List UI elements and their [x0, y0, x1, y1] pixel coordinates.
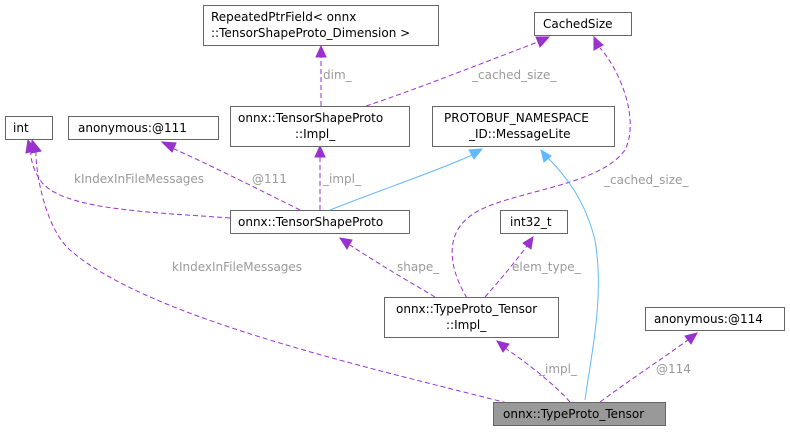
node-anonymous-114[interactable]: anonymous:@114 — [645, 307, 785, 331]
node-label: onnx::TensorShapeProto — [238, 215, 383, 229]
edge-elem-type — [484, 245, 528, 298]
edge-label-at114: @114 — [656, 362, 691, 376]
node-label: int32_t — [510, 215, 552, 229]
edge-cached-size-2 — [451, 47, 631, 299]
edge-at111 — [171, 147, 301, 211]
arrowhead — [535, 36, 551, 48]
arrowhead — [684, 332, 698, 345]
node-label: anonymous:@114 — [654, 312, 763, 326]
edge-shape — [349, 244, 436, 298]
edge-label-at111: @111 — [252, 172, 287, 186]
arrowhead — [593, 35, 604, 51]
edge-label-elem-type: elem_type_ — [512, 260, 582, 274]
node-tensor-shape-proto[interactable]: onnx::TensorShapeProto — [230, 210, 410, 234]
edge-label-shape: shape_ — [397, 260, 440, 274]
arrowhead — [468, 148, 484, 160]
node-type-proto-tensor-impl[interactable]: onnx::TypeProto_Tensor ::Impl_ — [384, 297, 559, 338]
node-label: onnx::TensorShapeProto — [238, 111, 383, 125]
edge-label-kindex-2: kIndexInFileMessages — [172, 260, 302, 274]
arrowhead — [540, 148, 552, 163]
node-label: _ID::MessageLite — [468, 127, 571, 141]
node-message-lite[interactable]: PROTOBUF_NAMESPACE _ID::MessageLite — [432, 106, 615, 147]
arrowhead — [160, 141, 177, 153]
arrowhead — [338, 237, 353, 250]
edge-label-cached-size-1: _cached_size_ — [471, 68, 557, 82]
node-label: onnx::TypeProto_Tensor — [503, 407, 644, 421]
node-type-proto-tensor[interactable]: onnx::TypeProto_Tensor — [493, 402, 666, 426]
arrowhead — [315, 44, 327, 58]
node-int[interactable]: int — [5, 116, 53, 140]
node-label: PROTOBUF_NAMESPACE — [444, 111, 589, 125]
node-repeated-ptr-field[interactable]: RepeatedPtrField< onnx ::TensorShapeProt… — [203, 5, 439, 46]
edge-inherit-2 — [547, 157, 599, 401]
node-label: onnx::TypeProto_Tensor — [396, 302, 537, 316]
edge-kindex-2 — [35, 149, 516, 406]
node-label: int — [13, 121, 29, 135]
node-anonymous-111[interactable]: anonymous:@111 — [68, 116, 219, 140]
node-label: anonymous:@111 — [78, 121, 187, 135]
node-tensor-shape-proto-impl[interactable]: onnx::TensorShapeProto ::Impl_ — [230, 106, 410, 147]
node-label: ::TensorShapeProto_Dimension > — [211, 26, 410, 40]
arrowhead — [314, 144, 326, 158]
node-label: ::Impl_ — [446, 318, 487, 332]
edge-at114 — [599, 339, 689, 403]
edge-label-impl-1: _impl_ — [322, 172, 362, 186]
edge-cached-size-1 — [365, 41, 539, 107]
node-label: RepeatedPtrField< onnx — [211, 10, 356, 24]
arrowhead — [30, 138, 42, 154]
node-int32-t[interactable]: int32_t — [500, 210, 568, 234]
edge-impl-2 — [504, 347, 571, 403]
node-cached-size[interactable]: CachedSize — [534, 12, 632, 36]
arrowhead — [496, 340, 510, 353]
edge-label-dim: dim_ — [323, 68, 353, 82]
arrowhead — [522, 236, 534, 250]
edge-label-cached-size-2: _cached_size_ — [603, 173, 689, 187]
node-label: ::Impl_ — [295, 127, 336, 141]
edge-label-impl-2: _impl_ — [538, 362, 578, 376]
edge-kindex-1 — [30, 149, 231, 219]
edge-label-kindex-1: kIndexInFileMessages — [74, 172, 204, 186]
edge-inherit-1 — [329, 154, 473, 211]
node-label: CachedSize — [543, 17, 613, 31]
